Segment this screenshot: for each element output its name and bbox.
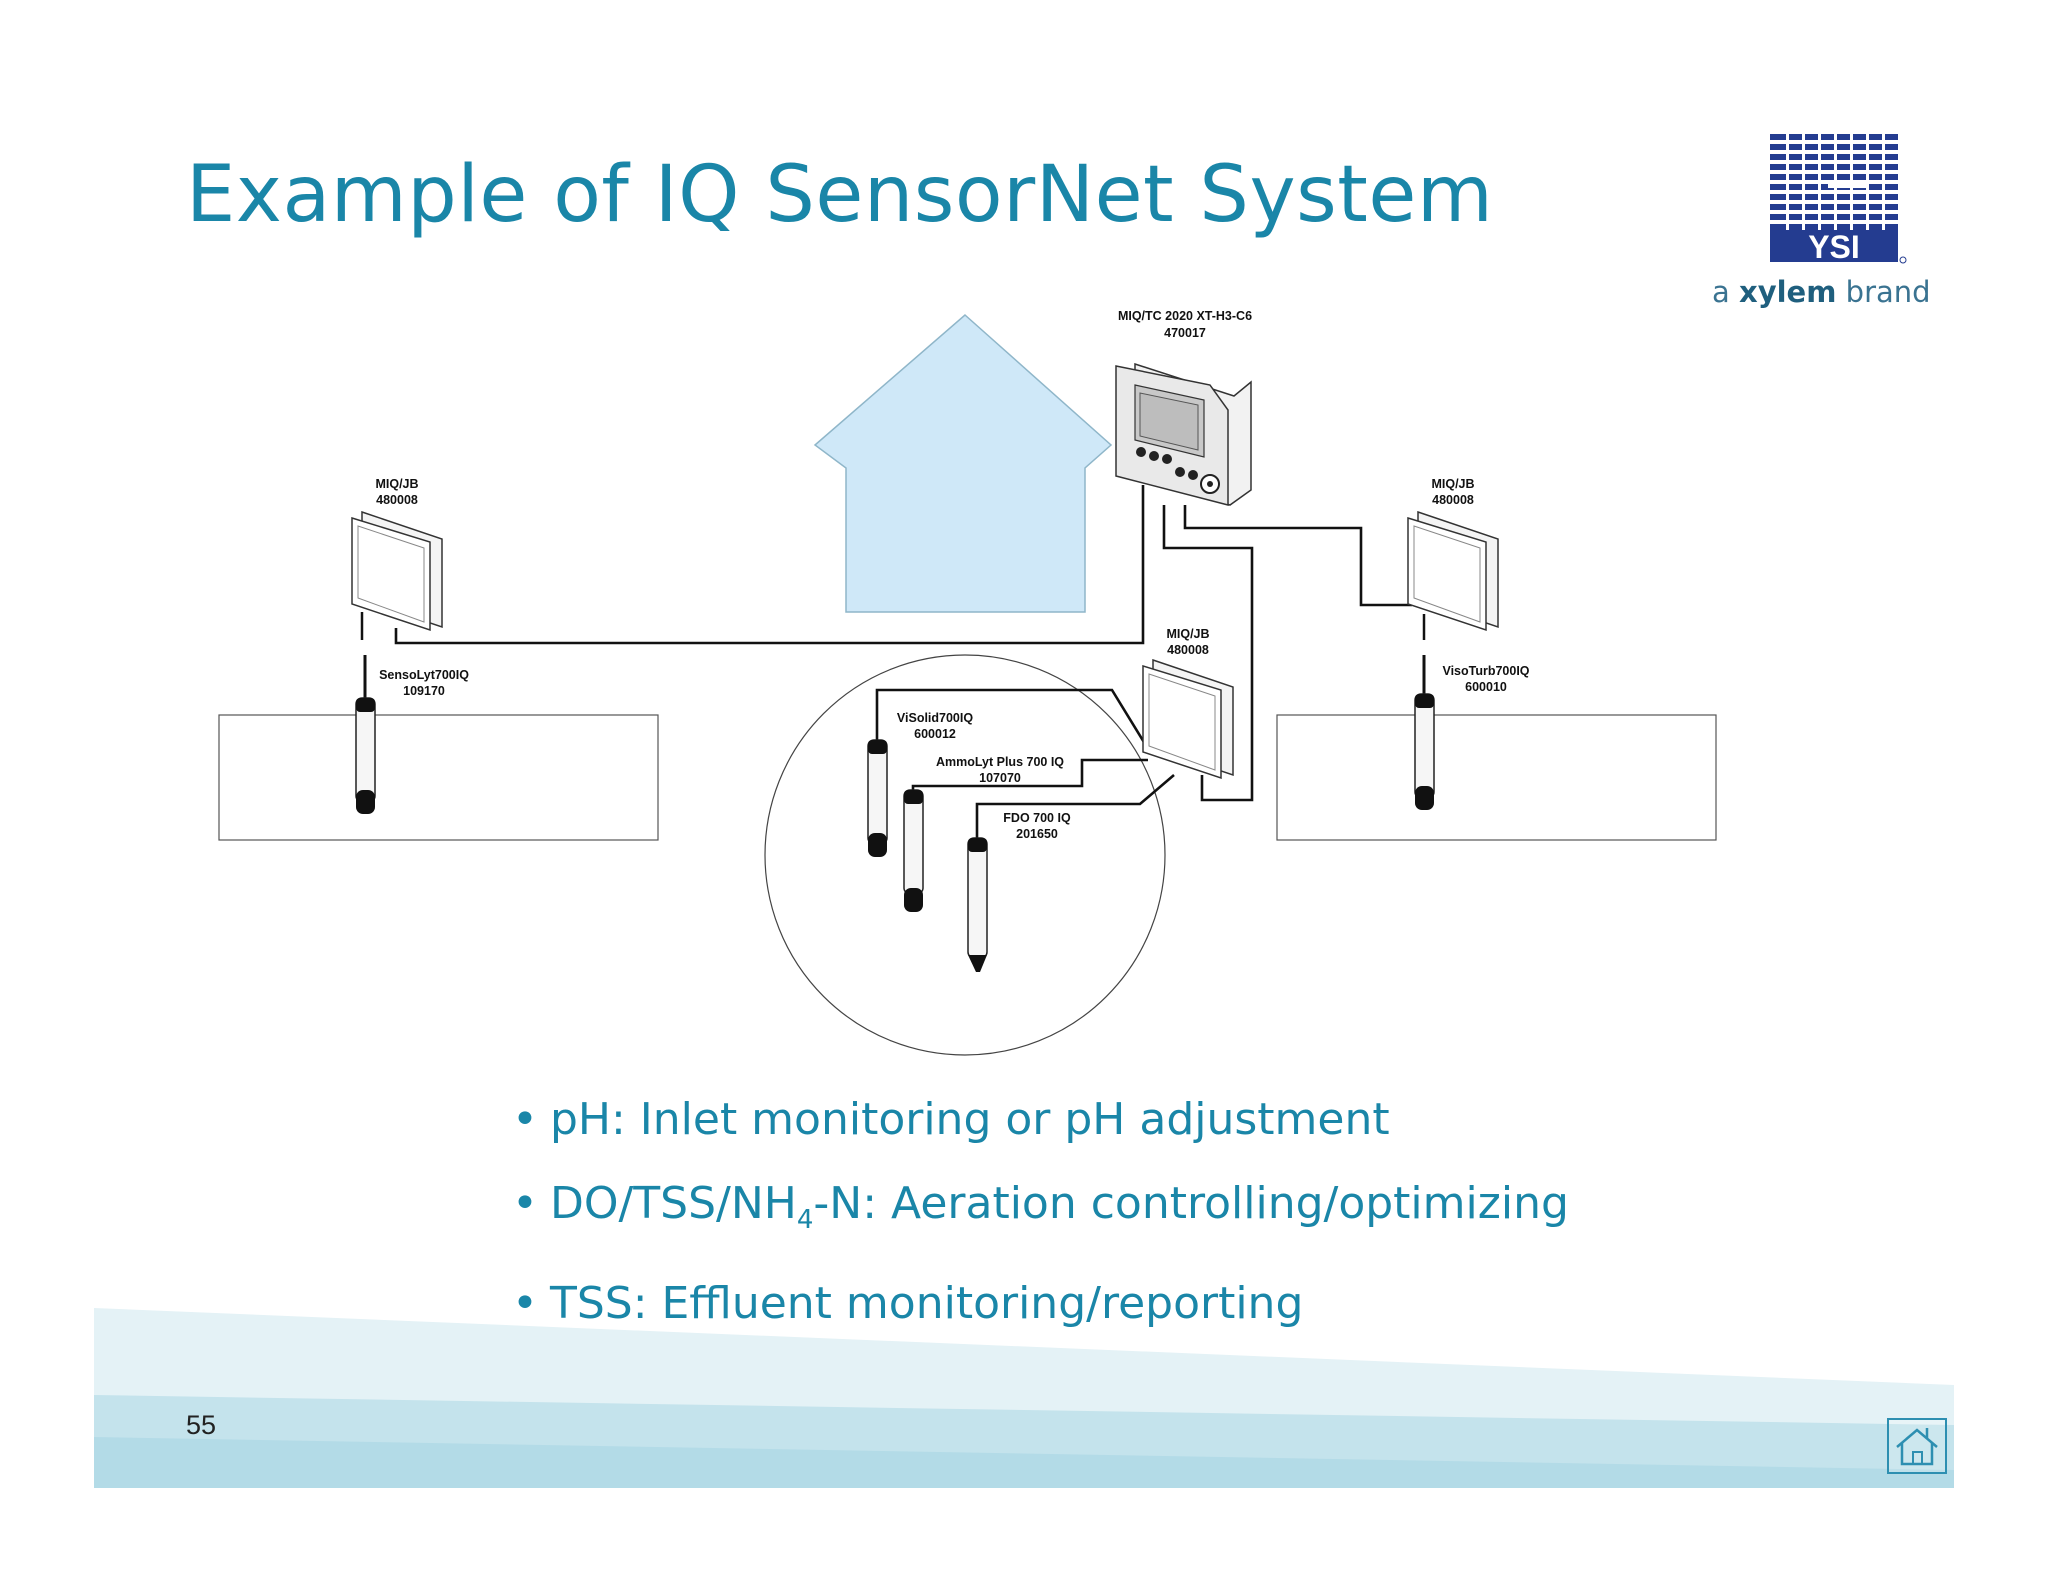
jb-right-part-label: 480008 [1432, 493, 1474, 507]
ysi-logo-text: YSI [1808, 229, 1860, 265]
brand-tagline: a xylem brand [1712, 275, 1931, 309]
jb-center-model-label: MIQ/JB [1166, 627, 1209, 641]
tank-left [218, 714, 659, 841]
visolid-part-label: 600012 [914, 727, 956, 741]
bullet-item: •TSS: Effluent monitoring/reporting [512, 1278, 1304, 1329]
jb-left-part-label: 480008 [376, 493, 418, 507]
fdo-part-label: 201650 [1016, 827, 1058, 841]
visolid-model-label: ViSolid700IQ [897, 711, 973, 725]
sensor-fdo [967, 837, 988, 972]
jb-left-model-label: MIQ/JB [375, 477, 418, 491]
sensolyt-model-label: SensoLyt700IQ [379, 668, 469, 682]
sensor-visolid [867, 739, 888, 857]
junction-box-left [351, 510, 443, 640]
slide-title: Example of IQ SensorNet System [186, 150, 1494, 240]
controller-part-label: 470017 [1164, 326, 1206, 340]
building-icon [813, 314, 1113, 613]
jb-right-model-label: MIQ/JB [1431, 477, 1474, 491]
sensor-ammolyt [903, 789, 924, 912]
bullet-item: •DO/TSS/NH4-N: Aeration controlling/opti… [512, 1178, 1569, 1235]
visoturb-part-label: 600010 [1465, 680, 1507, 694]
home-button[interactable] [1887, 1418, 1947, 1474]
ammolyt-model-label: AmmoLyt Plus 700 IQ [936, 755, 1064, 769]
footer-band [94, 1308, 1954, 1488]
ysi-logo: YSI [1770, 132, 1907, 265]
junction-box-right [1407, 510, 1499, 640]
sensor-visoturb [1414, 655, 1435, 810]
controller-device [1115, 362, 1252, 506]
bullet-list: •pH: Inlet monitoring or pH adjustment •… [512, 1078, 1569, 1346]
sensor-sensolyt [355, 655, 376, 814]
sensolyt-part-label: 109170 [403, 684, 445, 698]
jb-center-part-label: 480008 [1167, 643, 1209, 657]
fdo-model-label: FDO 700 IQ [1003, 811, 1071, 825]
junction-box-center [1142, 658, 1234, 780]
controller-model-label: MIQ/TC 2020 XT-H3-C6 [1118, 309, 1252, 323]
bullet-item: •pH: Inlet monitoring or pH adjustment [512, 1094, 1390, 1145]
tank-right [1276, 714, 1717, 841]
home-icon [1896, 1428, 1938, 1466]
ammolyt-part-label: 107070 [979, 771, 1021, 785]
page-number: 55 [186, 1410, 217, 1440]
tank-center [764, 654, 1166, 1056]
visoturb-model-label: VisoTurb700IQ [1442, 664, 1529, 678]
